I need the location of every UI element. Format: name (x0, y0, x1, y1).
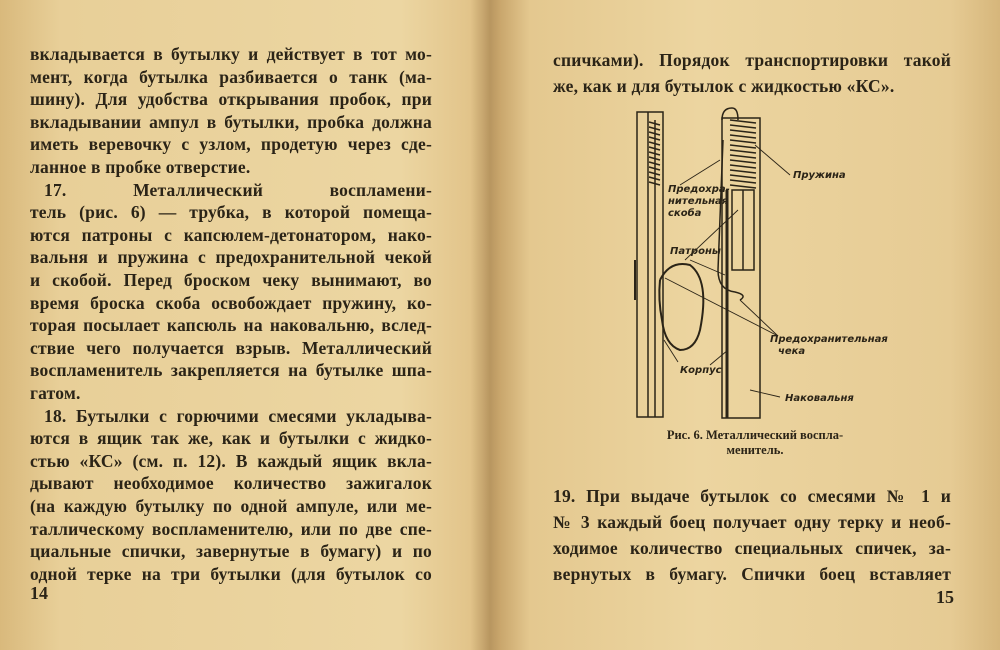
text-line: 18. Бутылки с горючими смесями укладыва- (44, 405, 432, 426)
spring-coil (648, 151, 661, 156)
text-line: время броска скоба освобождает пружину, … (30, 292, 432, 313)
spring-coil (729, 174, 757, 179)
right-page: спичками). Порядок транспортировки такой… (500, 0, 1000, 650)
spring-coil (648, 141, 661, 146)
label-anvil: Наковальня (785, 393, 854, 404)
text-line: стью «КС» (см. п. 12). В каждый ящик вкл… (30, 450, 432, 471)
spring-coil (648, 176, 661, 181)
spring-coil (729, 129, 757, 134)
spring-coil (648, 171, 661, 176)
label-guard-line: Предохра- (668, 184, 730, 195)
text-line: циальные спички, завернутые в бумагу) и … (30, 541, 432, 562)
spring-coil (729, 119, 757, 124)
text-line: тель (рис. 6) — трубка, в которой помеща… (30, 202, 432, 223)
left-page: вкладывается в бутылку и действует в тот… (0, 0, 495, 650)
text-line: ходимое количество специальных спичек, з… (553, 538, 951, 558)
text-line: ланное в пробке отверстие. (30, 157, 251, 177)
figure-metal-igniter (634, 107, 791, 419)
label-pin-line: Предохранительная (770, 334, 888, 345)
text-line: гатом. (30, 383, 81, 403)
label-pin: Предохранительная чека (770, 334, 888, 358)
spring-coil (648, 166, 661, 171)
text-line: воспламенитель закрепляется на бутылке ш… (30, 360, 432, 381)
label-guard-line: скоба (668, 208, 702, 219)
text-line: вальня и пружина с предохранительной чек… (30, 247, 432, 268)
figure-caption: Рис. 6. Металлический воспла- менитель. (630, 428, 880, 458)
igniter-section-view (717, 107, 761, 419)
label-guard: Предохра- нительная скоба (668, 184, 730, 220)
spring-coil (729, 179, 757, 184)
spring-coil (648, 161, 661, 166)
text-line: таллическому воспламенителю, или по две … (30, 518, 432, 539)
text-line: 17. Металлический воспламени- (44, 179, 432, 200)
text-line: иметь веревочку с узлом, продетую через … (30, 134, 432, 155)
page-number: 15 (936, 587, 954, 607)
text-line: торая посылает капсюль на наковальню, вс… (30, 315, 432, 336)
spring-coil (729, 154, 757, 159)
spring-coil (729, 159, 757, 164)
spring-coil (729, 134, 757, 139)
spring-coil (729, 144, 757, 149)
text-line: № 3 каждый боец получает одну терку и не… (553, 512, 951, 532)
spring-coil (729, 124, 757, 129)
text-line: 19. При выдаче бутылок со смесями № 1 и (553, 486, 951, 506)
spring-coil (648, 121, 661, 126)
text-line: дывают необходимое количество зажигалок (30, 473, 432, 494)
text-line: и скобой. Перед броском чеку вынимают, в… (30, 270, 432, 290)
label-cartridges: Патроны (670, 246, 721, 257)
spring-coil (648, 181, 661, 186)
spring-coil (648, 126, 661, 131)
igniter-side-view (634, 111, 664, 418)
text-line: спичками). Порядок транспортировки такой (553, 50, 951, 70)
caption-line: Рис. 6. Металлический воспла- (666, 428, 844, 442)
text-line: вкладывается в бутылку и действует в тот… (30, 44, 432, 64)
spring-coil (648, 136, 661, 141)
pin-loop (658, 263, 705, 352)
label-body: Корпус (680, 365, 722, 376)
text-line: (на каждую бутылку по одной ампуле, или … (30, 496, 432, 516)
spring-coil (648, 156, 661, 161)
spring-coil (648, 146, 661, 151)
text-line: ются в ящик так же, как и бутылки с жидк… (30, 428, 432, 449)
spring-coil (648, 131, 661, 136)
spring-coil (729, 164, 757, 169)
label-pin-line: чека (778, 346, 806, 357)
page-number: 14 (30, 583, 48, 603)
spring-coil (729, 184, 757, 189)
spring-coil (729, 149, 757, 154)
text-line: ются патроны с капсюлем-детонатором, нак… (30, 224, 432, 245)
spring-coil (729, 169, 757, 174)
text-line: вкладывании ампул в бутылки, пробка долж… (30, 111, 432, 132)
text-line: мент, когда бутылка разбивается о танк (… (30, 66, 432, 87)
caption-line: менитель. (726, 443, 784, 457)
spring-coil (729, 139, 757, 144)
text-line: одной терке на три бутылки (для бутылок … (30, 563, 432, 584)
text-line: шину). Для удобства открывания пробок, п… (30, 89, 432, 110)
label-guard-line: нительная (668, 196, 729, 207)
text-line: же, как и для бутылок с жидкостью «КС». (553, 76, 895, 96)
text-line: вернутых в бумагу. Спички боец вставляет (553, 564, 951, 584)
text-line: ствие чего получается взрыв. Металлическ… (30, 337, 432, 358)
label-spring: Пружина (793, 170, 846, 181)
